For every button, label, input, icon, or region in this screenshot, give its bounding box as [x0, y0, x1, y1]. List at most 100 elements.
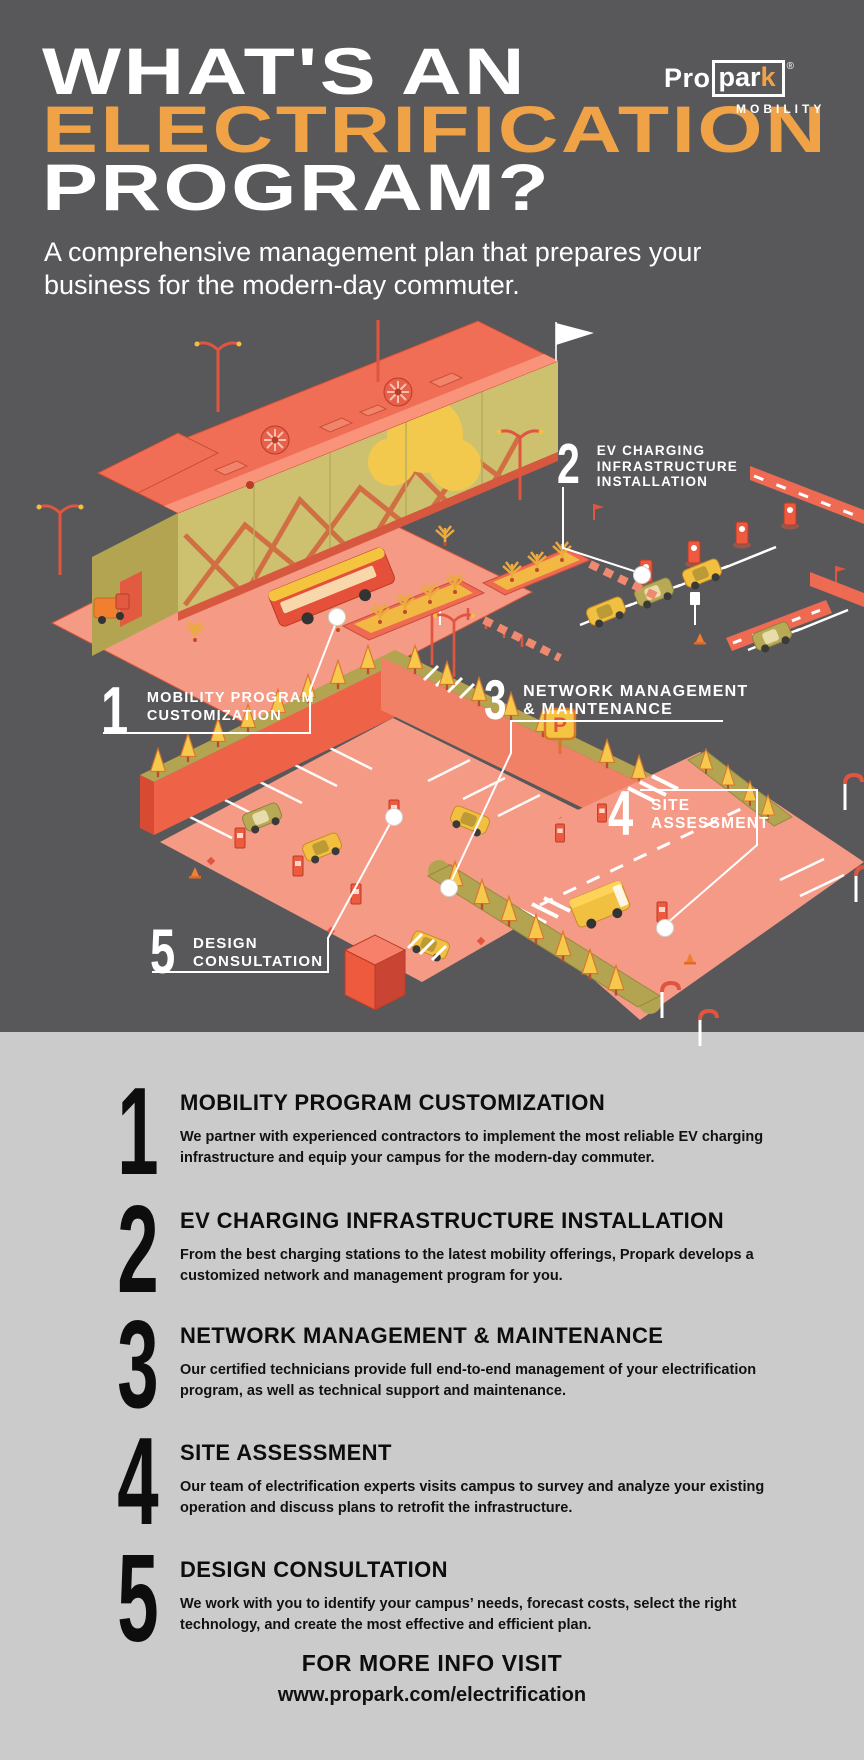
step-5-text: We work with you to identify your campus…: [180, 1596, 737, 1633]
callout-3: 3 NETWORK MANAGEMENT & MAINTENANCE: [484, 668, 749, 731]
callout-3-line: NETWORK MANAGEMENT: [523, 683, 749, 700]
callout-4: 4 SITE ASSESSMENT: [608, 779, 770, 849]
logo-pro-text: Pro: [664, 63, 711, 93]
parking-sign: P: [543, 707, 577, 754]
callout-2-number: 2: [557, 432, 580, 496]
callout-2-line: INSTALLATION: [596, 474, 709, 489]
leader-5: [152, 819, 393, 973]
ev-charging-lot: [579, 466, 864, 656]
subtitle-line-1: A comprehensive management plan that pre…: [44, 237, 702, 267]
hook-lamp: [698, 1009, 719, 1048]
curb-stripes: [753, 474, 863, 520]
step-2-number: 2: [117, 1181, 159, 1319]
callout-2-line: EV CHARGING: [596, 443, 706, 458]
leader-lines: [103, 487, 758, 973]
sweeper-vehicle: [93, 593, 130, 624]
leader-1: [103, 619, 338, 734]
parking-stripes: [779, 857, 845, 898]
street-lamp: [193, 340, 243, 414]
callout-2: 2 EV CHARGING INFRASTRUCTURE INSTALLATIO…: [557, 432, 738, 496]
callout-dot-3: [440, 879, 458, 897]
step-1-text: We partner with experienced contractors …: [180, 1129, 764, 1166]
step-5-title: DESIGN CONSULTATION: [180, 1557, 448, 1582]
title-line-2: ELECTRIFICATION: [42, 92, 829, 166]
callout-4-number: 4: [608, 779, 634, 849]
walkway-dashes: [482, 616, 562, 662]
campus-illustration: P: [35, 320, 864, 1048]
white-flag: [556, 323, 594, 345]
delivery-van: [569, 880, 631, 929]
palm-bush: [434, 524, 456, 548]
main-building: [35, 320, 594, 733]
planter-soil: [354, 583, 473, 633]
callout-5: 5 DESIGN CONSULTATION: [150, 917, 324, 987]
step-3-text: Our certified technicians provide full e…: [180, 1362, 757, 1399]
callout-1-line: MOBILITY PROGRAM: [146, 690, 315, 706]
assessment-lot: [426, 748, 864, 1048]
garage-right-wall: [381, 657, 659, 845]
callout-3-line: & MAINTENANCE: [523, 701, 673, 718]
title-line-1: WHAT'S AN: [42, 34, 528, 108]
curb-strip: [810, 572, 864, 607]
rooftop-units: [213, 372, 464, 476]
step-2-text: From the best charging stations to the l…: [180, 1247, 754, 1284]
footer-cta: FOR MORE INFO VISIT: [301, 1650, 563, 1676]
parked-car: [584, 595, 629, 631]
page-title: WHAT'S AN ELECTRIFICATION PROGRAM?: [42, 38, 826, 220]
callout-2-line: INFRASTRUCTURE: [596, 458, 738, 474]
flag-post: [593, 503, 605, 521]
subtitle: A comprehensive management plan that pre…: [44, 236, 701, 302]
title-line-3: PROGRAM?: [42, 150, 552, 224]
logo-park-box: park: [711, 60, 785, 97]
step-3-number: 3: [117, 1296, 159, 1434]
charging-pole: [555, 823, 565, 843]
callout-4-line: ASSESSMENT: [651, 814, 770, 832]
callout-1-line: CUSTOMIZATION: [146, 707, 282, 724]
street-lamp: [35, 503, 85, 577]
step-5-number: 5: [117, 1530, 159, 1668]
callout-1-number: 1: [101, 673, 129, 749]
garage-back-wall: [154, 657, 409, 835]
roof-chimney: [246, 481, 254, 489]
logo-k-arrow: k: [760, 62, 776, 92]
callout-5-line: CONSULTATION: [193, 952, 324, 970]
entrance-stripes: [406, 932, 448, 962]
planter-strips: [341, 540, 701, 679]
hook-lamp: [854, 865, 864, 904]
step-4-title: SITE ASSESSMENT: [180, 1440, 392, 1465]
step-1-number: 1: [117, 1063, 159, 1201]
step-4-text: Our team of electrification experts visi…: [180, 1479, 765, 1516]
step-3-title: NETWORK MANAGEMENT & MAINTENANCE: [180, 1323, 664, 1348]
roof-wing: [96, 432, 220, 494]
parked-car: [750, 620, 795, 656]
callout-3-number: 3: [484, 668, 507, 731]
traffic-cone: [189, 867, 201, 879]
hook-lamp: [843, 773, 864, 812]
callout-4-line: SITE: [651, 797, 691, 814]
step-2-title: EV CHARGING INFRASTRUCTURE INSTALLATION: [180, 1208, 724, 1233]
building-door: [120, 571, 142, 627]
curb-strip: [750, 466, 864, 524]
subtitle-line-2: business for the modern-day commuter.: [44, 270, 520, 300]
leader-2: [562, 487, 641, 574]
callout-dot-2: [633, 566, 651, 584]
traffic-cone: [694, 633, 706, 645]
callout-dot-1: [328, 608, 346, 626]
flag-post: [835, 565, 847, 583]
step-4-number: 4: [117, 1413, 159, 1551]
lot-road: [462, 752, 864, 1020]
lane-dashes: [539, 793, 771, 907]
white-sign: [689, 591, 701, 626]
charging-pole: [597, 803, 607, 823]
glass-mullions: [253, 391, 483, 580]
callout-5-number: 5: [150, 917, 176, 987]
logo-mobility-text: MOBILITY: [736, 102, 826, 116]
shuttle-bus: [268, 547, 395, 627]
logo-par-text: par: [718, 62, 761, 92]
red-cube: [343, 934, 407, 1011]
rooftop-fan: [260, 425, 290, 455]
callout-dot-4: [656, 919, 674, 937]
leader-3: [448, 720, 723, 887]
garage-wall-side: [140, 775, 154, 835]
